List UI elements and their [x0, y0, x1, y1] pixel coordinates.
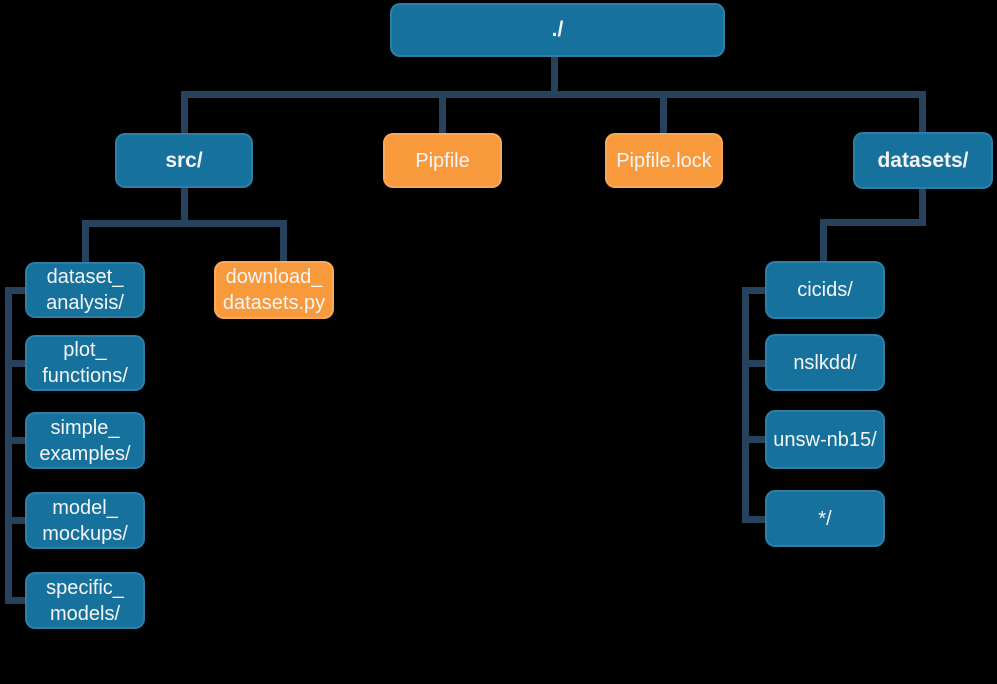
- connector-datasets-drop: [919, 96, 926, 132]
- node-dataset-analysis-directory: dataset_ analysis/: [25, 262, 145, 318]
- connector-pipfile-drop: [439, 96, 446, 133]
- connector-dataset-analysis-drop: [82, 225, 89, 262]
- connector-branch-star: [742, 516, 765, 523]
- connector-src-stem: [181, 188, 188, 222]
- connector-branch-unsw-nb15: [742, 436, 765, 443]
- connector-branch-nslkdd: [742, 360, 765, 367]
- connector-root-stem: [551, 57, 558, 94]
- node-src-directory: src/: [115, 133, 253, 188]
- connector-pipfile-lock-drop: [660, 96, 667, 133]
- node-pipfile-lock-file: Pipfile.lock: [605, 133, 723, 188]
- connector-download-datasets-drop: [280, 225, 287, 262]
- connector-cicids-drop: [820, 222, 827, 262]
- node-specific-models-directory: specific_ models/: [25, 572, 145, 629]
- node-cicids-directory: cicids/: [765, 261, 885, 319]
- connector-datasets-stem: [919, 189, 926, 222]
- connector-branch-specific-models: [5, 597, 25, 604]
- node-star-directory: */: [765, 490, 885, 547]
- connector-src-drop: [181, 96, 188, 133]
- connector-branch-dataset-analysis: [5, 287, 25, 294]
- node-plot-functions-directory: plot_ functions/: [25, 335, 145, 391]
- connector-datasets-trunk: [742, 287, 749, 523]
- connector-src-trunk: [5, 287, 12, 604]
- connector-level2-rail: [181, 91, 926, 98]
- node-nslkdd-directory: nslkdd/: [765, 334, 885, 391]
- node-unsw-nb15-directory: unsw-nb15/: [765, 410, 885, 469]
- connector-branch-model-mockups: [5, 517, 25, 524]
- connector-branch-plot-functions: [5, 360, 25, 367]
- connector-branch-simple-examples: [5, 437, 25, 444]
- node-datasets-directory: datasets/: [853, 132, 993, 189]
- node-simple-examples-directory: simple_ examples/: [25, 412, 145, 469]
- connector-src-rail: [82, 220, 287, 227]
- connector-branch-cicids: [742, 287, 765, 294]
- node-download-datasets-file: download_ datasets.py: [214, 261, 334, 319]
- node-pipfile-file: Pipfile: [383, 133, 502, 188]
- node-root-directory: ./: [390, 3, 725, 57]
- connector-datasets-elbow: [820, 219, 926, 226]
- node-model-mockups-directory: model_ mockups/: [25, 492, 145, 549]
